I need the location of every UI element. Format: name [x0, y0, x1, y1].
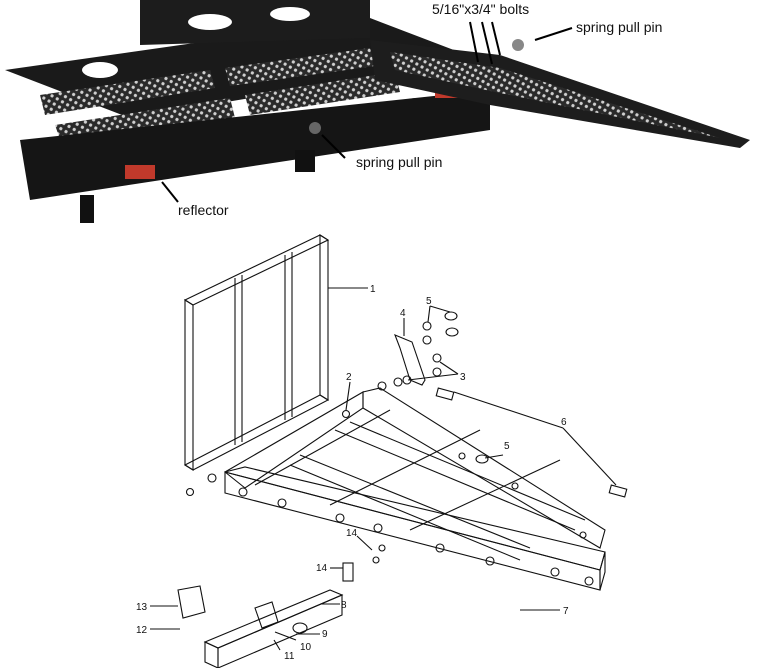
callout-1: 1	[370, 284, 376, 295]
exploded-assembly-diagram: 1 2 3 4 5 5 6 7 8 9 10 11 12 13 14 14	[0, 230, 760, 668]
hitch-collar	[254, 601, 279, 629]
fasteners	[185, 311, 489, 497]
ramp-mesh	[390, 52, 720, 138]
callout-4: 4	[400, 308, 406, 319]
leader-line	[491, 21, 501, 56]
spring-pull-pin-label-top: spring pull pin	[576, 19, 662, 35]
callout-leaders	[150, 287, 617, 651]
base-frame	[224, 387, 606, 591]
bracket	[394, 334, 426, 386]
reflector-part	[435, 387, 455, 401]
leader-line	[161, 181, 179, 203]
rail-cutout	[82, 62, 118, 78]
callout-9: 9	[322, 629, 328, 640]
assembly-drawing: 1 2 3 4 5 5 6 7 8 9 10 11 12 13 14 14	[136, 234, 628, 668]
leader-line	[481, 21, 493, 65]
callout-14a: 14	[346, 528, 358, 539]
carrier-leg	[80, 195, 94, 223]
leader-line	[321, 134, 346, 159]
leader-line	[469, 21, 479, 63]
callout-10: 10	[300, 642, 312, 653]
rail-cutout	[270, 7, 310, 21]
hitch-plate	[177, 585, 206, 619]
callout-12: 12	[136, 625, 148, 636]
spring-pull-pin-label-middle: spring pull pin	[356, 154, 442, 170]
callout-5a: 5	[426, 296, 432, 307]
mesh-panel	[40, 70, 215, 115]
hitch-bar	[203, 589, 344, 668]
callout-7: 7	[563, 606, 569, 617]
cargo-carrier-photo: 5/16"x3/4" bolts spring pull pin spring …	[0, 0, 760, 230]
reflector-part	[608, 484, 628, 498]
callout-11: 11	[284, 651, 295, 662]
spring-pin-part	[292, 622, 308, 634]
carrier-back-rail	[140, 0, 370, 45]
callout-3: 3	[460, 372, 466, 383]
callout-6: 6	[561, 417, 567, 428]
bolts-label: 5/16"x3/4" bolts	[432, 1, 529, 17]
mesh-panel	[225, 48, 375, 86]
reflector-light	[125, 165, 155, 179]
callout-13: 13	[136, 602, 148, 613]
reflector-label: reflector	[178, 202, 229, 218]
back-rail-frame	[183, 234, 330, 471]
mesh-panel	[245, 72, 400, 115]
spring-pin-knob	[512, 39, 524, 51]
callout-2: 2	[346, 372, 352, 383]
spring-pin-knob	[309, 122, 321, 134]
hitch-mount	[295, 150, 315, 172]
leader-line	[534, 27, 573, 41]
callout-8: 8	[341, 600, 347, 611]
rail-cutout	[188, 14, 232, 30]
callout-14b: 14	[316, 563, 328, 574]
cargo-carrier-illustration: 5/16"x3/4" bolts spring pull pin spring …	[5, 0, 750, 223]
callout-5b: 5	[504, 441, 510, 452]
